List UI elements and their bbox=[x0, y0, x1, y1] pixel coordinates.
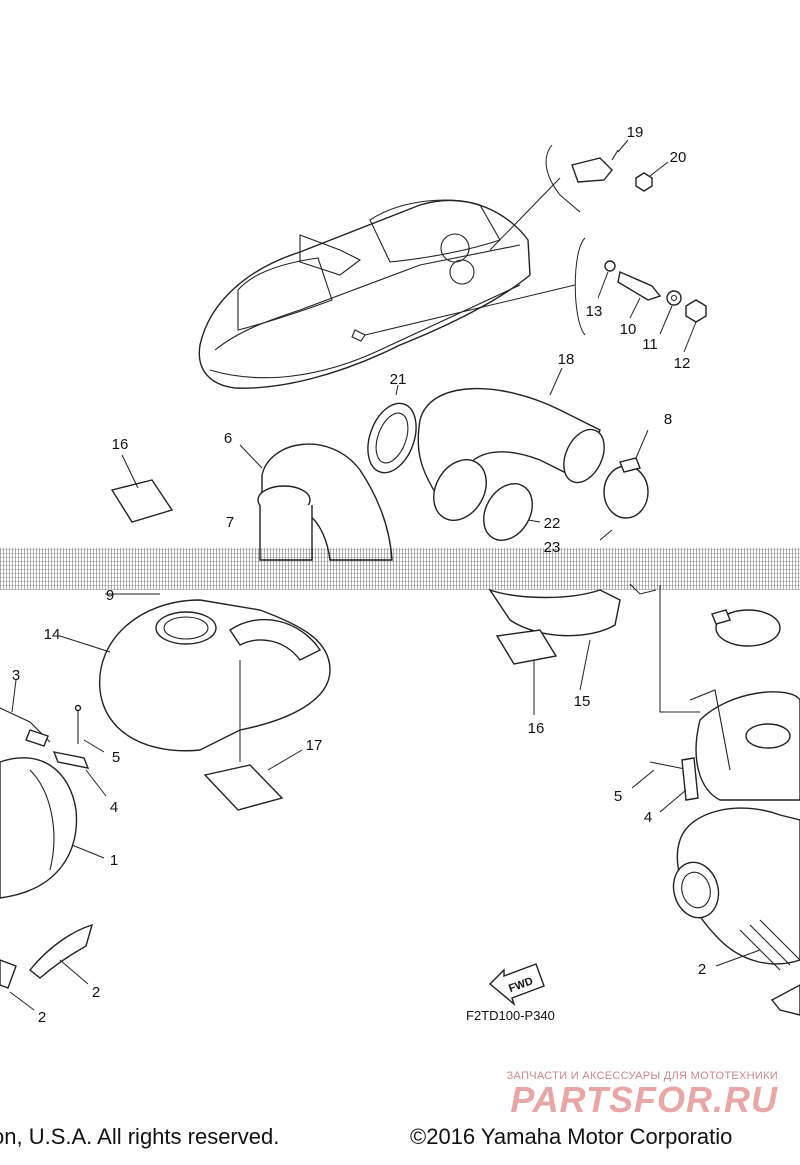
hose-18 bbox=[417, 367, 605, 502]
inset-bracket-upper bbox=[545, 144, 581, 213]
bolt-10 bbox=[617, 271, 662, 319]
rivet-5-right bbox=[631, 761, 691, 789]
copyright-left: on, U.S.A. All rights reserved. bbox=[0, 1124, 280, 1149]
callout-17: 17 bbox=[306, 737, 323, 754]
bracket-4-right bbox=[659, 757, 699, 813]
callout-1: 1 bbox=[110, 852, 118, 869]
callout-2c: 2 bbox=[38, 1009, 46, 1026]
callout-7: 7 bbox=[226, 514, 234, 531]
callout-labels: 19 20 13 10 11 12 18 21 8 16 6 7 22 23 9… bbox=[12, 124, 706, 1026]
callout-11: 11 bbox=[642, 336, 658, 353]
callout-5b: 5 bbox=[614, 788, 622, 805]
callout-23: 23 bbox=[544, 539, 561, 556]
callout-5a: 5 bbox=[112, 749, 120, 766]
callout-4b: 4 bbox=[644, 809, 652, 826]
muffler-1-right bbox=[689, 689, 800, 801]
callout-3: 3 bbox=[12, 667, 20, 684]
callout-16b: 16 bbox=[528, 720, 545, 737]
callout-2a: 2 bbox=[698, 961, 706, 978]
muffler-1-left bbox=[0, 757, 105, 899]
callout-15: 15 bbox=[574, 693, 591, 710]
inset-bracket-lower bbox=[574, 237, 586, 336]
callout-18: 18 bbox=[558, 351, 575, 368]
nut-20 bbox=[635, 161, 669, 192]
bracket-4-left bbox=[52, 751, 107, 797]
callout-4a: 4 bbox=[110, 799, 118, 816]
callout-13: 13 bbox=[586, 303, 603, 320]
callout-22: 22 bbox=[544, 515, 561, 532]
strap-3 bbox=[0, 679, 51, 747]
callout-14: 14 bbox=[44, 626, 61, 643]
cover-2-left-a bbox=[29, 923, 94, 985]
clamp-9-right bbox=[711, 609, 781, 647]
watercraft-hull bbox=[198, 199, 531, 389]
pin-13 bbox=[597, 260, 616, 299]
callout-16a: 16 bbox=[112, 436, 129, 453]
mount-bracket-19 bbox=[571, 139, 629, 183]
callout-20: 20 bbox=[670, 149, 687, 166]
nut-12 bbox=[683, 299, 707, 353]
gasket-21 bbox=[367, 384, 417, 474]
callout-2b: 2 bbox=[92, 984, 100, 1001]
muffler-body-right bbox=[672, 807, 800, 971]
washer-11 bbox=[659, 290, 682, 335]
plate-22 bbox=[433, 459, 541, 541]
water-box-14 bbox=[59, 593, 331, 762]
watermark-tagline: ЗАПЧАСТИ И АКСЕССУАРЫ ДЛЯ МОТОТЕХНИКИ bbox=[506, 1070, 778, 1082]
callout-6: 6 bbox=[224, 430, 232, 447]
reference-code: F2TD100-P340 bbox=[466, 1008, 555, 1023]
callout-21: 21 bbox=[390, 371, 407, 388]
cover-2-right bbox=[715, 949, 800, 1016]
watermark: ЗАПЧАСТИ И АКСЕССУАРЫ ДЛЯ МОТОТЕХНИКИ PA… bbox=[507, 1070, 778, 1118]
callout-8: 8 bbox=[664, 411, 672, 428]
watermark-logo: PARTSFOR.RU bbox=[510, 1079, 778, 1120]
clamp-8 bbox=[603, 429, 649, 519]
rivet-5-left bbox=[74, 704, 105, 753]
callout-19: 19 bbox=[627, 124, 644, 141]
hose-6 bbox=[239, 443, 393, 561]
forward-arrow-icon: FWD bbox=[488, 963, 545, 1007]
pad-17 bbox=[203, 749, 303, 811]
cover-2-left-b bbox=[0, 959, 35, 1011]
copyright-right: ©2016 Yamaha Motor Corporatio bbox=[410, 1124, 733, 1149]
callout-12: 12 bbox=[674, 355, 691, 372]
pad-16-left bbox=[110, 454, 174, 523]
scan-noise-band bbox=[0, 548, 800, 590]
callout-9: 9 bbox=[106, 587, 114, 604]
pad-16-right bbox=[495, 629, 558, 715]
callout-10: 10 bbox=[620, 321, 637, 338]
